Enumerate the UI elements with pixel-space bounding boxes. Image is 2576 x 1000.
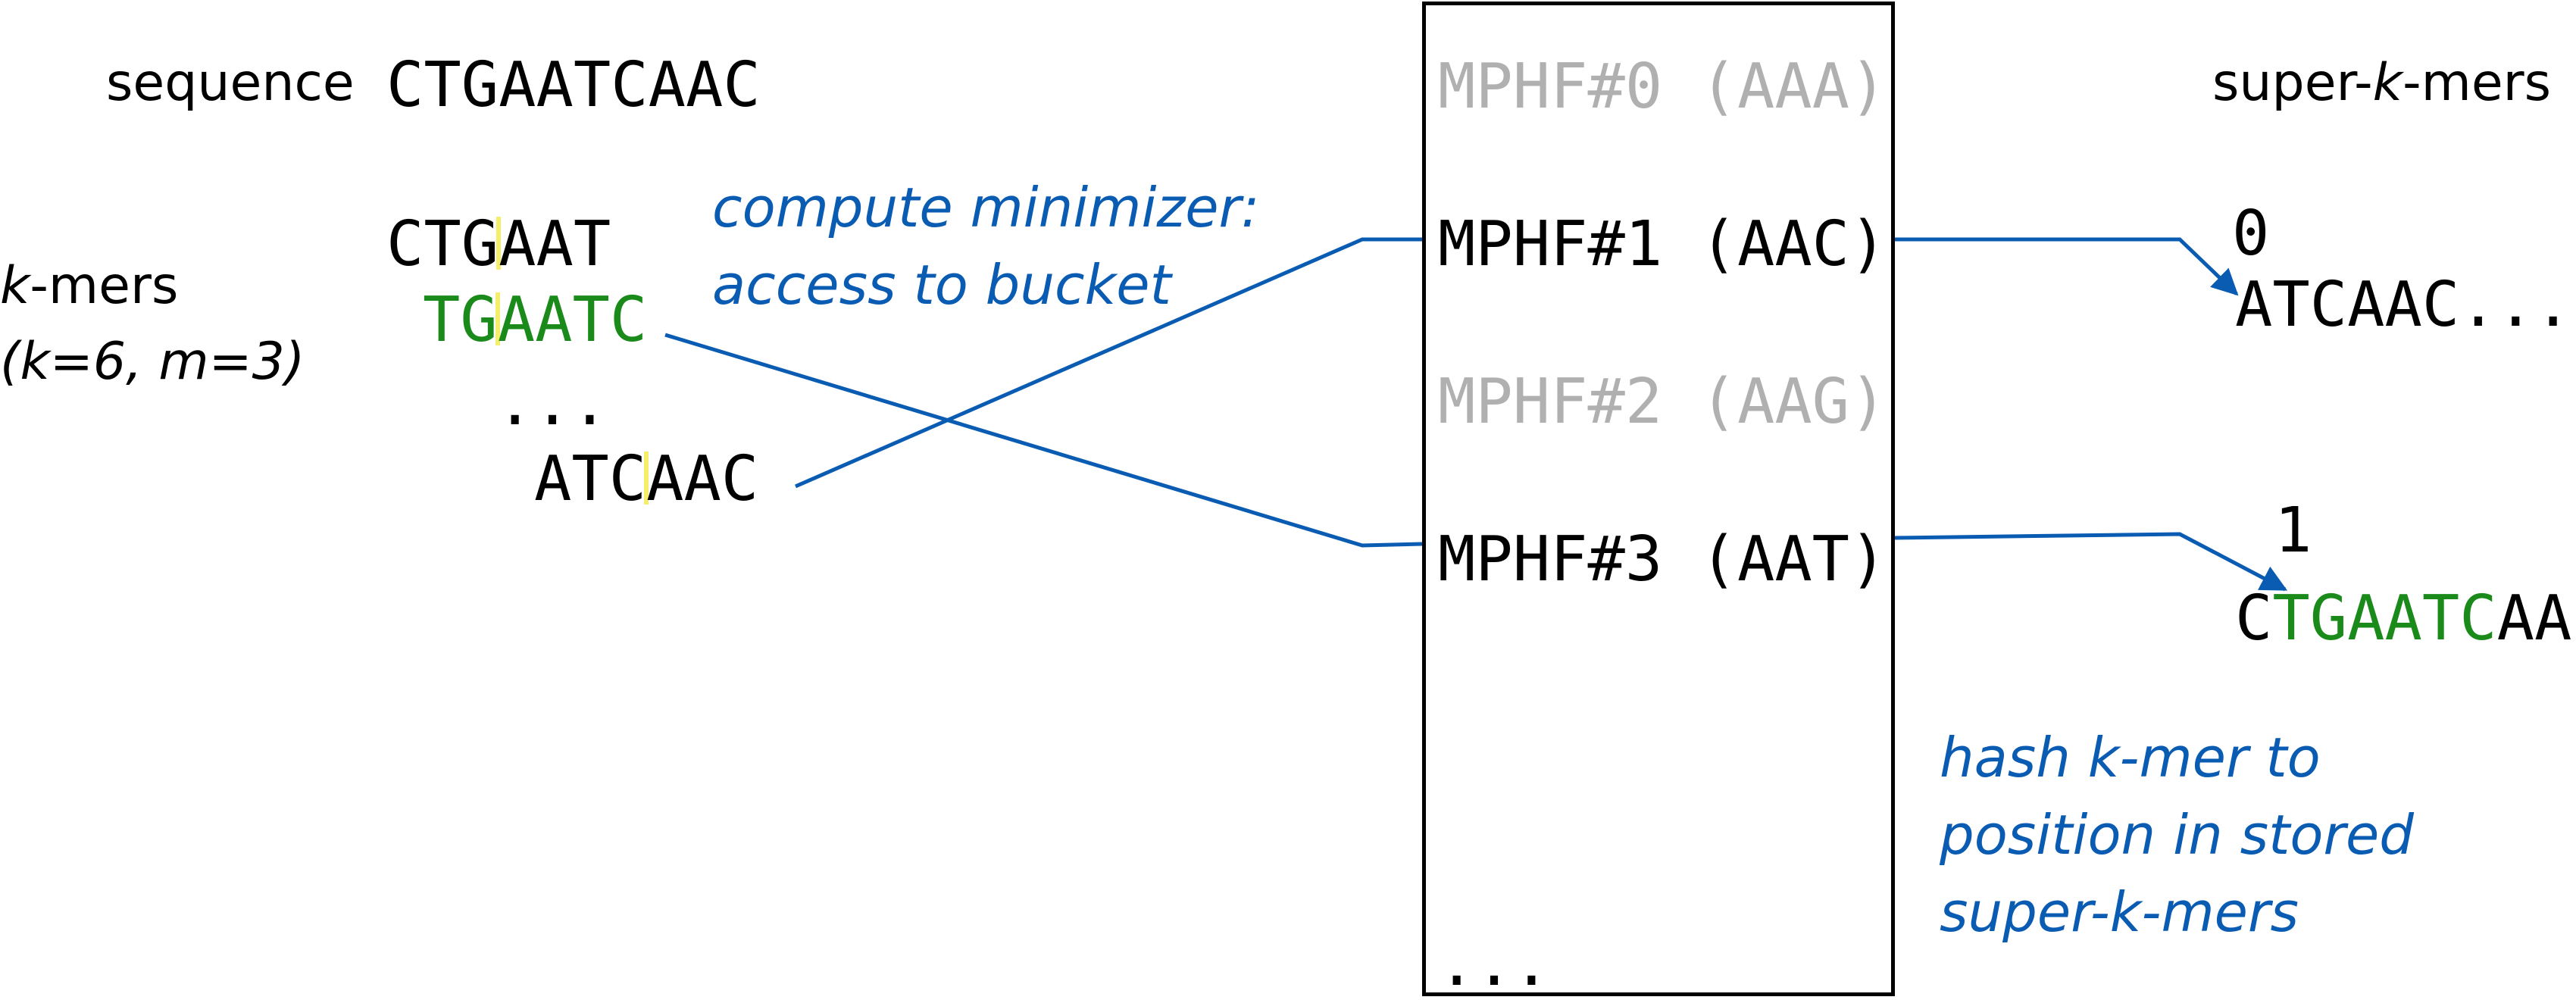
superkmers-label-post: -mers xyxy=(2402,53,2552,113)
hash-annotation-line2: position in stored xyxy=(1940,803,2414,867)
sequence-label: sequence xyxy=(106,53,355,113)
kmers-label: k-mers xyxy=(0,261,178,312)
hash-annotation-line3: super-k-mers xyxy=(1940,880,2299,944)
superkmer-1-match: TGAATC xyxy=(2272,583,2497,655)
mphf-2: MPHF#2 (AAG) xyxy=(1438,366,1887,438)
superkmers-label: super-k-mers xyxy=(2212,58,2551,109)
line-kmer2-to-mphf3 xyxy=(664,333,1423,548)
minimizer-marker xyxy=(495,292,500,345)
superkmer-1-index: 1 xyxy=(2274,495,2312,567)
kmers-label-k: k xyxy=(0,256,30,316)
superkmers-label-pre: super- xyxy=(2212,53,2373,113)
minimizer-annotation-line1: compute minimizer: xyxy=(712,176,1260,239)
hash-annotation-line1: hash k-mer to xyxy=(1940,726,2321,789)
minimizer-marker xyxy=(644,452,649,505)
kmer-2: TGAATC xyxy=(423,289,647,352)
superkmer-0: ATCAAC... xyxy=(2235,269,2572,341)
kmer-1-suffix: AAT xyxy=(499,208,611,280)
kmer-3: ATCAAC xyxy=(534,448,758,511)
kmer-2-prefix: TG xyxy=(423,284,498,356)
kmers-label-rest: -mers xyxy=(30,256,179,316)
superkmer-1: CTGAATCAA xyxy=(2235,588,2571,650)
kmer-1: CTGAAT xyxy=(386,214,611,276)
arrow-mphf1-to-superkmer0 xyxy=(1895,237,2239,296)
mphf-3: MPHF#3 (AAT) xyxy=(1438,523,1887,595)
kmer-3-suffix: AAC xyxy=(646,443,759,515)
superkmers-label-k: k xyxy=(2372,53,2403,113)
line-kmer3-to-mphf1 xyxy=(795,237,1422,489)
minimizer-marker xyxy=(496,217,502,270)
mphf-ellipsis: ... xyxy=(1438,928,1551,1000)
sequence-text: CTGAATCAAC xyxy=(386,49,761,121)
kmer-1-prefix: CTG xyxy=(386,208,499,280)
params-label: (k=6, m=3) xyxy=(0,332,305,392)
superkmer-0-index: 0 xyxy=(2232,198,2270,270)
superkmer-1-right: AA xyxy=(2496,583,2572,655)
kmer-ellipsis: ... xyxy=(496,367,609,439)
kmer-2-suffix: AATC xyxy=(497,284,648,356)
superkmer-1-left: C xyxy=(2235,583,2273,655)
arrow-mphf3-to-superkmer1 xyxy=(1894,532,2288,592)
kmer-3-prefix: ATC xyxy=(534,443,647,515)
minimizer-annotation-line2: access to bucket xyxy=(712,253,1171,317)
mphf-1: MPHF#1 (AAC) xyxy=(1438,208,1887,280)
mphf-0: MPHF#0 (AAA) xyxy=(1438,51,1887,123)
mphf-bucket-box xyxy=(1422,2,1895,996)
